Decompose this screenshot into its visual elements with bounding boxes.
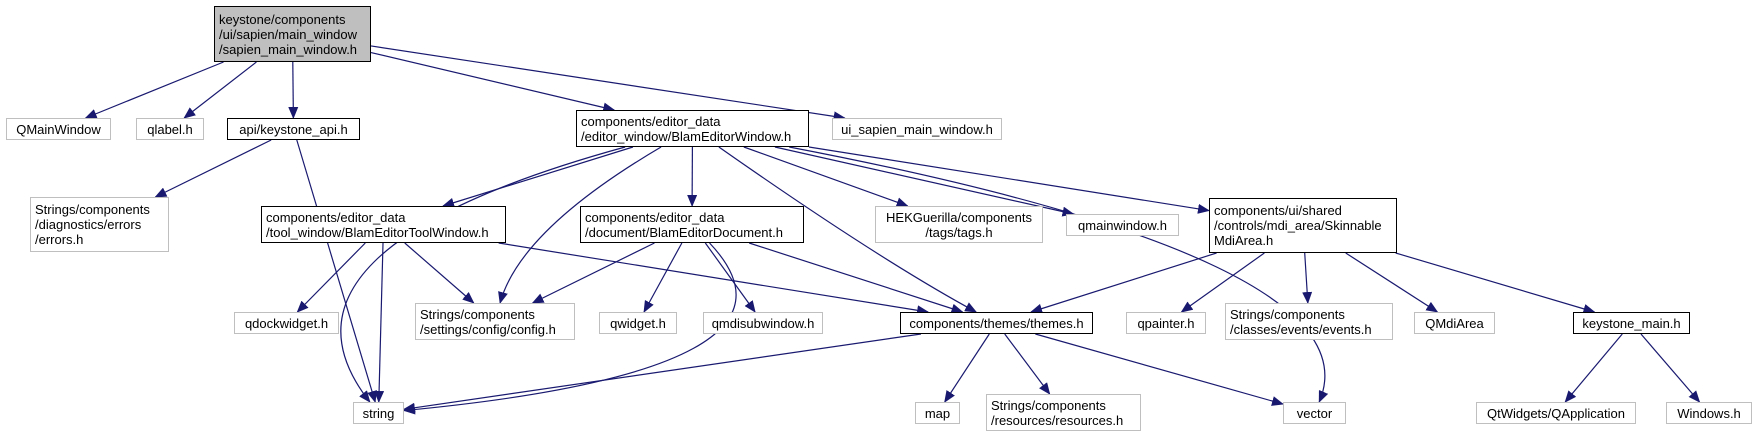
edge-n10-to-n12: [1004, 333, 1051, 395]
edge-n7-to-n8: [296, 242, 366, 313]
edge-n14-to-n4: [403, 242, 737, 415]
node-qdockwidget-header[interactable]: qdockwidget.h: [234, 312, 339, 334]
edge-n19-to-n10: [1030, 252, 1217, 314]
node-events-header[interactable]: Strings/components /classes/events/event…: [1225, 303, 1393, 340]
node-string[interactable]: string: [353, 402, 404, 424]
node-qlabel-header[interactable]: qlabel.h: [136, 118, 204, 140]
node-vector[interactable]: vector: [1283, 402, 1346, 424]
node-qapplication[interactable]: QtWidgets/QApplication: [1476, 402, 1636, 424]
node-qpainter-header[interactable]: qpainter.h: [1126, 312, 1206, 334]
node-qmdisubwindow-header[interactable]: qmdisubwindow.h: [703, 312, 823, 334]
node-blam-editor-tool-window-header[interactable]: components/editor_data /tool_window/Blam…: [261, 206, 506, 243]
edge-n14-to-n10: [749, 242, 964, 314]
node-config-header[interactable]: Strings/components /settings/config/conf…: [415, 303, 575, 340]
node-errors-header[interactable]: Strings/components /diagnostics/errors /…: [30, 197, 169, 252]
edge-n14-to-n9: [531, 242, 655, 304]
node-keystone-main-header[interactable]: keystone_main.h: [1573, 312, 1690, 334]
node-qwidget-header[interactable]: qwidget.h: [599, 312, 677, 334]
edge-n10-to-n4: [403, 333, 922, 413]
node-qmainwindow-lower-header[interactable]: qmainwindow.h: [1066, 214, 1179, 236]
edge-n10-to-n13: [1035, 333, 1284, 406]
node-resources-header[interactable]: Strings/components /resources/resources.…: [986, 394, 1141, 431]
node-keystone-api-header[interactable]: api/keystone_api.h: [227, 118, 360, 140]
edge-n7-to-n4: [374, 242, 385, 403]
edge-n6-to-n7: [442, 146, 634, 208]
edge-n23-to-n25: [1640, 333, 1701, 403]
edge-n7-to-n9: [404, 242, 475, 304]
edge-n6-to-n4: [340, 146, 626, 403]
node-blam-editor-document-header[interactable]: components/editor_data /document/BlamEdi…: [580, 206, 804, 243]
node-tags-header[interactable]: HEKGuerilla/components /tags/tags.h: [875, 206, 1043, 243]
edge-n6-to-n19: [808, 146, 1210, 214]
node-ui-sapien-main-window-header[interactable]: ui_sapien_main_window.h: [832, 118, 1002, 140]
edge-n23-to-n24: [1564, 333, 1623, 403]
edge-n0-to-n6: [370, 51, 616, 113]
edge-n19-to-n22: [1345, 252, 1439, 313]
edge-n0-to-n1: [84, 61, 224, 119]
edge-n6-to-n10: [718, 146, 978, 313]
edge-n0-to-n2: [183, 61, 257, 119]
node-sapien-main-window-header[interactable]: keystone/components /ui/sapien/main_wind…: [214, 6, 371, 62]
edge-n0-to-n26: [370, 45, 846, 122]
node-qmdiarea[interactable]: QMdiArea: [1414, 312, 1495, 334]
node-windows-header[interactable]: Windows.h: [1666, 402, 1752, 424]
edge-n6-to-n13: [789, 146, 1329, 403]
edge-n14-to-n16: [704, 242, 756, 313]
edges-layer: [84, 45, 1701, 415]
node-skinnable-mdi-area-header[interactable]: components/ui/shared /controls/mdi_area/…: [1209, 198, 1397, 253]
edge-n19-to-n21: [1302, 252, 1313, 304]
edge-n6-to-n9: [498, 146, 662, 304]
edge-n0-to-n3: [288, 61, 299, 119]
edge-n10-to-n11: [944, 333, 990, 403]
edge-n14-to-n15: [643, 242, 683, 313]
edge-n19-to-n23: [1395, 252, 1596, 314]
node-themes-header[interactable]: components/themes/themes.h: [900, 312, 1093, 334]
edge-n3-to-n5: [154, 139, 272, 198]
edge-n6-to-n17: [743, 146, 909, 207]
edge-n3-to-n4: [296, 139, 377, 403]
node-blam-editor-window-header[interactable]: components/editor_data /editor_window/Bl…: [576, 110, 809, 147]
edge-n7-to-n10: [498, 242, 930, 316]
node-map[interactable]: map: [915, 402, 960, 424]
edge-n19-to-n20: [1180, 252, 1265, 313]
node-qmainwindow[interactable]: QMainWindow: [6, 118, 111, 140]
edge-n6-to-n18: [774, 146, 1075, 217]
